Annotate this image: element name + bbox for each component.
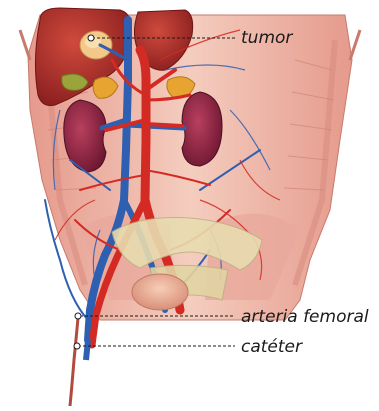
tumor-mass [80,31,112,59]
catheter-pointer-dot [74,343,80,349]
tumor-pointer-dot [88,35,94,41]
tumor-label: tumor [241,30,292,47]
femoral-pointer-dot [75,313,81,319]
femoral-artery-label: arteria femoral [241,309,369,326]
bladder [132,274,188,310]
catheter [70,318,78,406]
femoral-vessels [86,340,88,360]
catheter-label: catéter [241,339,302,356]
